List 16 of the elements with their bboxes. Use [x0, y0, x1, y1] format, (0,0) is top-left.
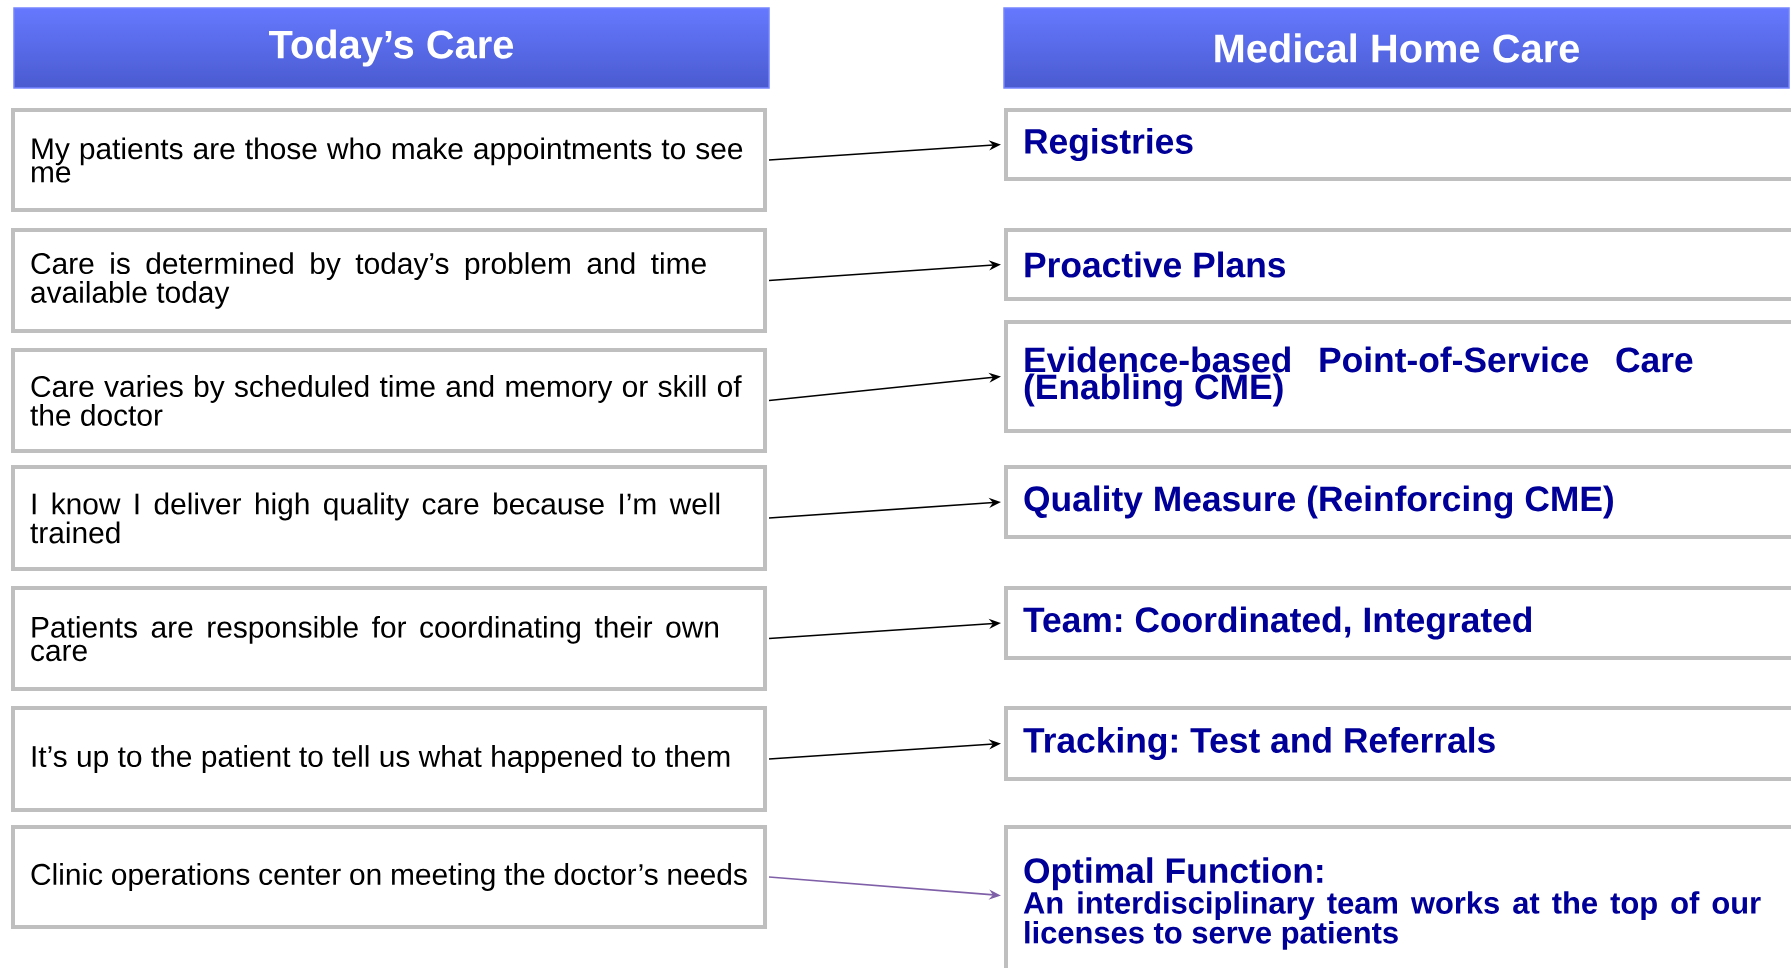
text-box: Quality Measure (Reinforcing CME) [1004, 465, 1791, 539]
text-box: Clinic operations center on meeting the doctor’s needs [11, 825, 767, 929]
header-banner: Medical Home Care [1003, 7, 1790, 89]
text-box: Registries [1004, 108, 1791, 181]
text-box: Patients are responsible for coordinating their own care [11, 586, 767, 691]
text-box: Optimal Function: An interdisciplinary team works at the top of our licenses to serve patients [1004, 825, 1791, 968]
text-box: I know I deliver high quality care because I’m well trained [11, 465, 767, 571]
text-box: Proactive Plans [1004, 228, 1791, 301]
text-box: Team: Coordinated, Integrated [1004, 586, 1791, 660]
text-box: Care is determined by today’s problem and time available today [11, 228, 767, 333]
text-box: Tracking: Test and Referrals [1004, 706, 1791, 781]
text-box: It’s up to the patient to tell us what happened to them [11, 706, 767, 812]
header-banner: Today’s Care [13, 7, 770, 89]
text-box: Care varies by scheduled time and memory or skill of the doctor [11, 348, 767, 453]
text-box: Evidence-based Point-of-Service Care (Enabling CME) [1004, 320, 1791, 433]
text-box: My patients are those who make appointments to see me [11, 108, 767, 212]
